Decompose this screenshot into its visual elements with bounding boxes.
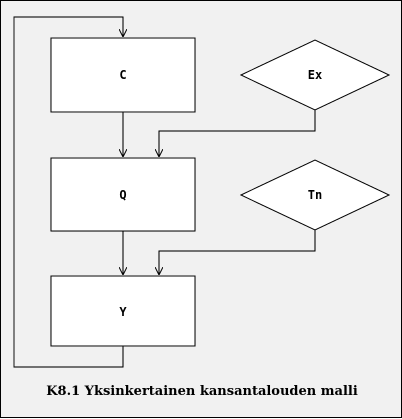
node-c-label: C — [119, 68, 126, 82]
node-ex: Ex — [239, 39, 391, 111]
arrow-tn-to-y — [159, 230, 316, 274]
node-y: Y — [50, 275, 196, 347]
node-tn-label: Tn — [308, 188, 322, 202]
node-tn: Tn — [239, 159, 391, 231]
node-ex-diamond — [239, 39, 391, 111]
feedback-loop-arrow — [13, 16, 123, 368]
node-q-label: Q — [119, 188, 126, 202]
node-y-label: Y — [119, 305, 127, 319]
arrow-ex-to-q — [159, 110, 316, 156]
node-ex-label: Ex — [308, 68, 322, 82]
node-c: C — [50, 37, 196, 113]
node-q-box — [50, 157, 196, 232]
node-q: Q — [50, 157, 196, 232]
diagram-caption: K8.1 Yksinkertainen kansantalouden malli — [46, 384, 358, 399]
node-tn-diamond — [239, 159, 391, 231]
node-y-box — [50, 275, 196, 347]
